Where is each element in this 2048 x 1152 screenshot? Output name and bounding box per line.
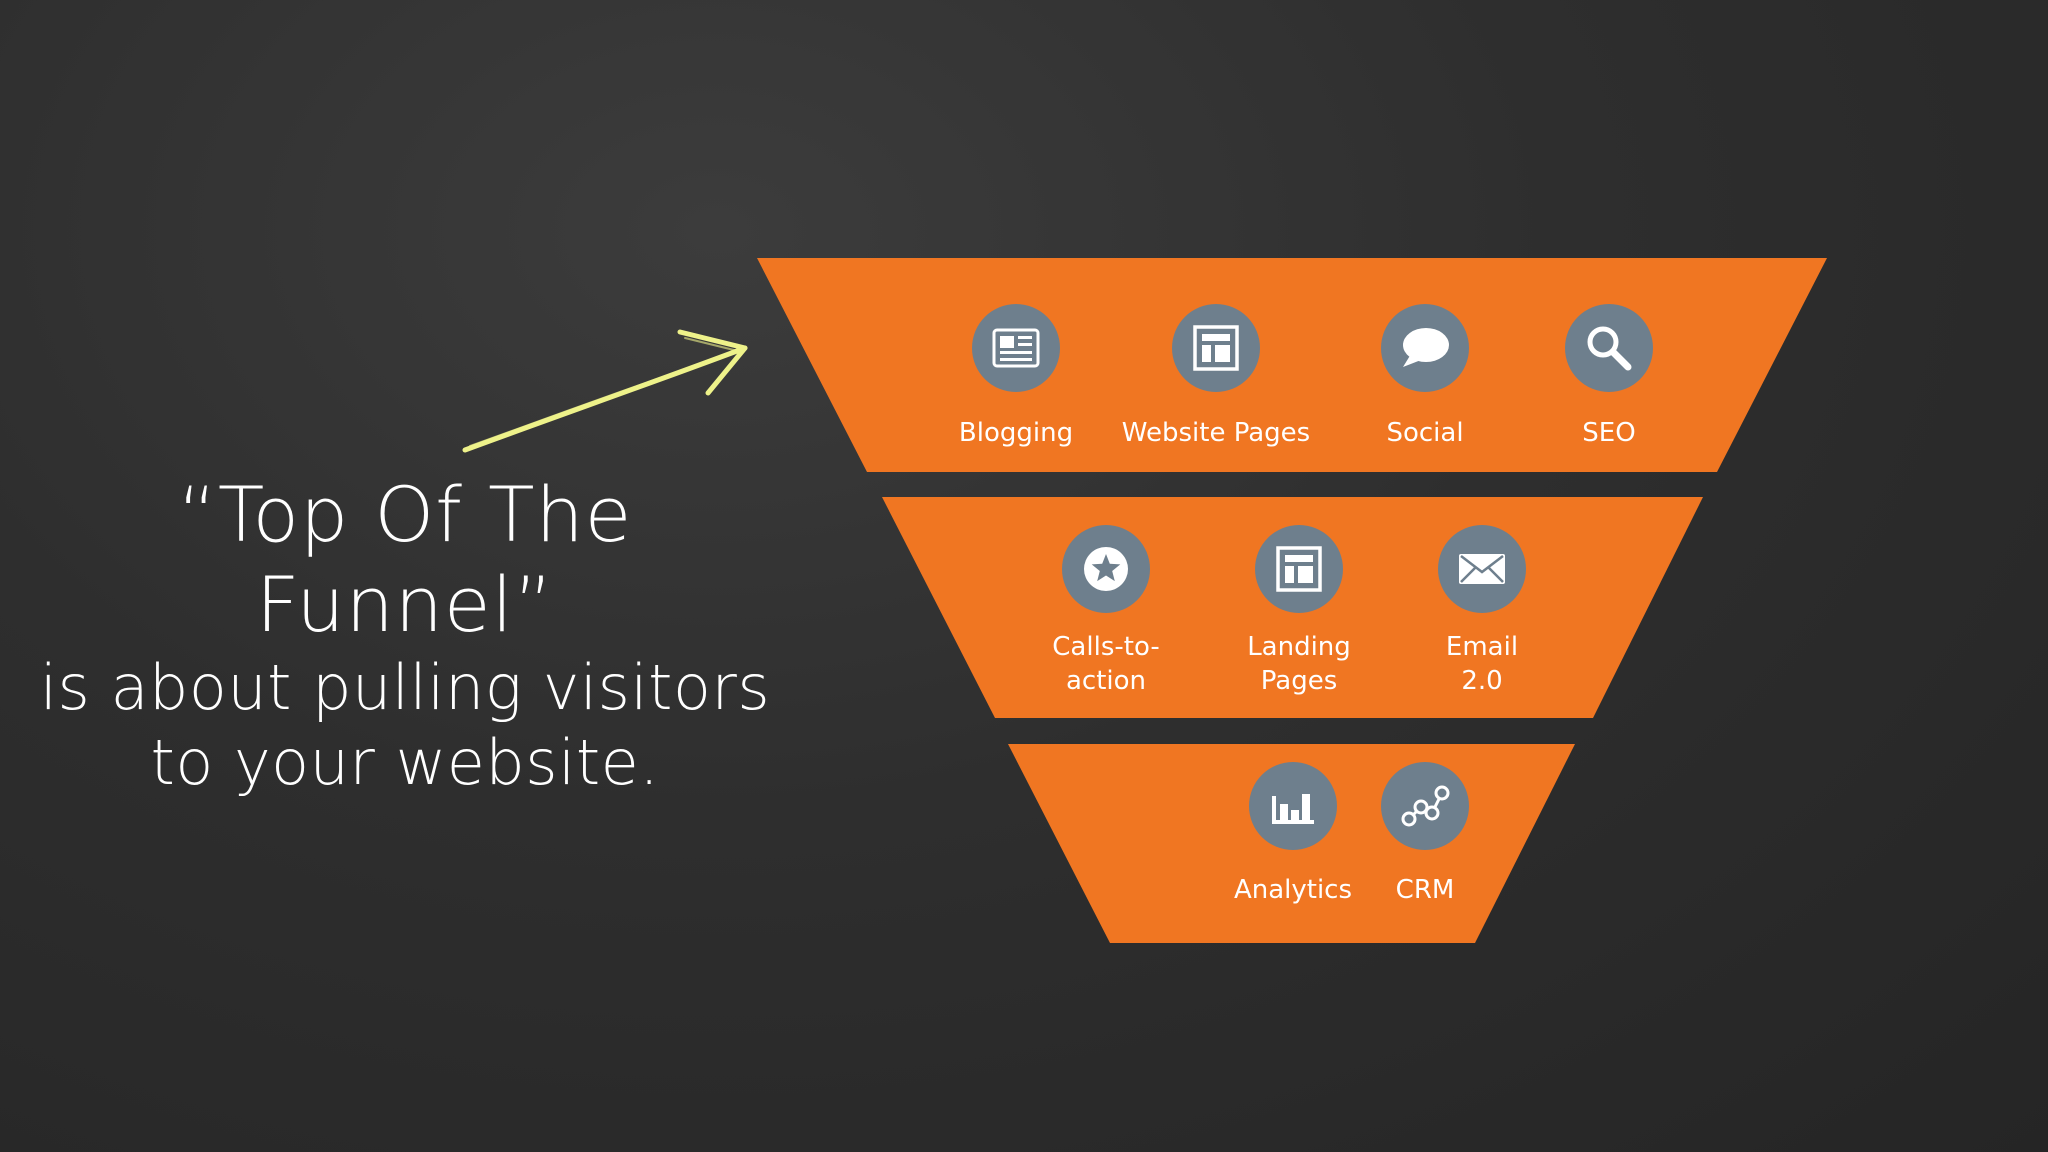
network-nodes-icon <box>1381 762 1469 850</box>
funnel-item-label: Blogging <box>959 418 1073 448</box>
funnel-item: Social <box>1381 304 1469 448</box>
funnel-item: Analytics <box>1234 762 1352 905</box>
pointer-arrow <box>462 329 748 453</box>
newspaper-icon <box>972 304 1060 392</box>
headline-line-3: to your website. <box>150 726 660 799</box>
funnel-item: CRM <box>1381 762 1469 905</box>
funnel-item-label: Website Pages <box>1122 418 1310 448</box>
funnel-item-label: Calls-to- <box>1052 632 1159 662</box>
funnel-item: SEO <box>1565 304 1653 448</box>
funnel-tier-1: Blogging Website Pages Social SEO <box>757 258 1827 472</box>
headline-line-2: is about pulling visitors <box>39 651 771 724</box>
funnel-item: Calls-to-action <box>1052 525 1160 696</box>
funnel-item-label: SEO <box>1582 418 1635 448</box>
bar-chart-icon <box>1249 762 1337 850</box>
funnel-tier-3: Analytics CRM <box>1008 744 1575 943</box>
funnel-item-label: Email <box>1446 632 1518 662</box>
headline-title: “Top Of The Funnel” <box>177 470 633 649</box>
funnel-item-label: action <box>1066 666 1146 696</box>
funnel-item-label: Landing <box>1247 632 1351 662</box>
layout-icon <box>1255 525 1343 613</box>
layout-icon <box>1172 304 1260 392</box>
funnel-item-label: Analytics <box>1234 875 1352 905</box>
funnel-item-label: 2.0 <box>1461 666 1502 696</box>
funnel-item-label: CRM <box>1396 875 1455 905</box>
star-icon <box>1062 525 1150 613</box>
magnifier-icon <box>1565 304 1653 392</box>
funnel-item: Website Pages <box>1122 304 1310 448</box>
envelope-icon <box>1438 525 1526 613</box>
funnel-item: Email 2.0 <box>1438 525 1526 696</box>
funnel-item-label: Social <box>1386 418 1463 448</box>
headline: “Top Of The Funnel” is about pulling vis… <box>30 470 780 800</box>
speech-bubble-icon <box>1381 304 1469 392</box>
funnel-item-label: Pages <box>1261 666 1338 696</box>
funnel-item: Blogging <box>959 304 1073 448</box>
